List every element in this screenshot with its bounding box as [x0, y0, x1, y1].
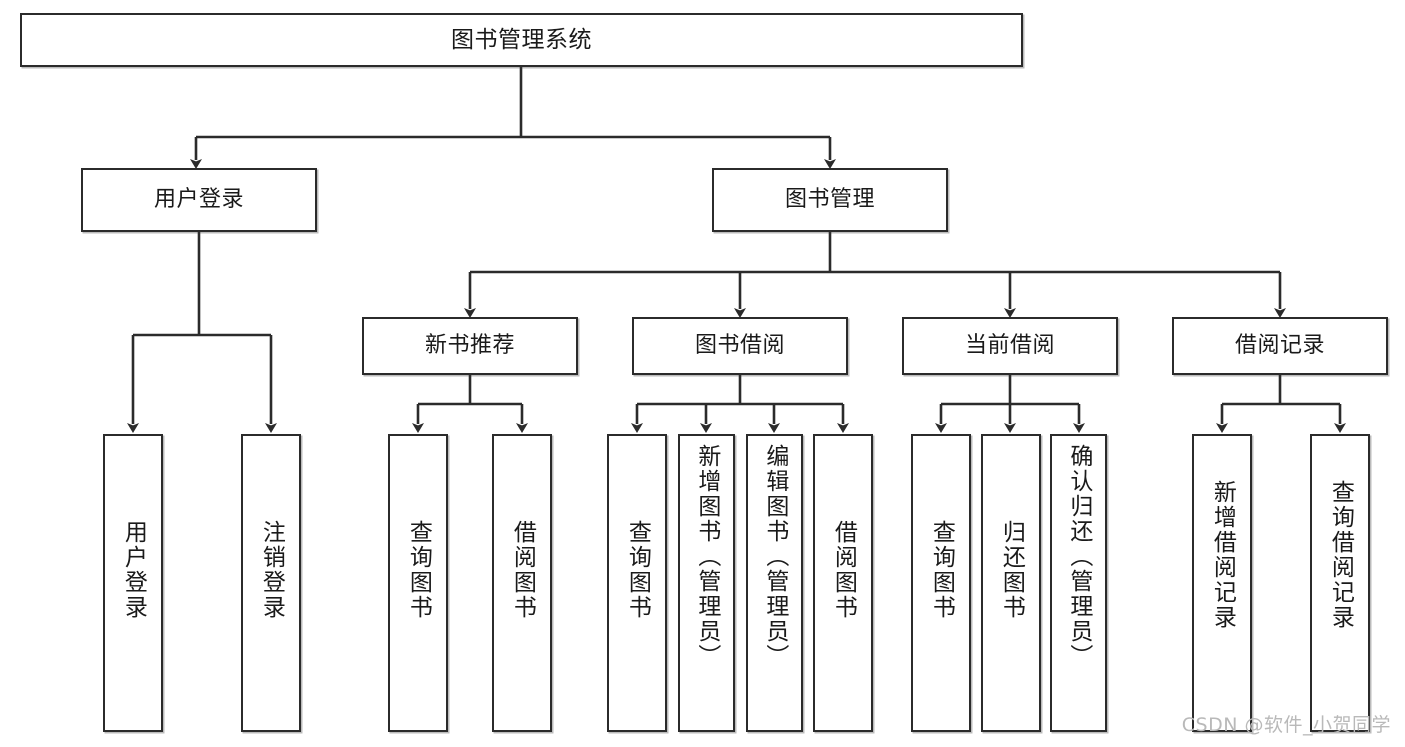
node-leaf-query-record[interactable]: 查询借阅记录: [1310, 434, 1370, 732]
node-book-borrow-label: 图书借阅: [694, 333, 785, 359]
node-leaf-user-login-label: 用户登录: [120, 520, 147, 620]
node-book-manage-label: 图书管理: [784, 187, 875, 213]
node-user-login-label: 用户登录: [153, 187, 244, 213]
node-leaf-query-book-1[interactable]: 查询图书: [388, 434, 448, 732]
node-current-borrow-label: 当前借阅: [964, 333, 1055, 359]
node-book-borrow[interactable]: 图书借阅: [632, 317, 848, 375]
node-leaf-edit-book[interactable]: 编辑图书（管理员）: [746, 434, 803, 732]
node-leaf-query-book-2-label: 查询图书: [624, 520, 651, 620]
node-leaf-query-book-3-label: 查询图书: [928, 520, 955, 620]
node-leaf-edit-book-label: 编辑图书（管理员）: [761, 444, 788, 669]
node-leaf-return-book-label: 归还图书: [998, 520, 1025, 620]
node-borrow-record[interactable]: 借阅记录: [1172, 317, 1388, 375]
watermark: CSDN @软件_小贺同学: [1181, 714, 1391, 736]
node-leaf-return-book[interactable]: 归还图书: [981, 434, 1041, 732]
node-leaf-query-book-1-label: 查询图书: [405, 520, 432, 620]
node-leaf-user-login[interactable]: 用户登录: [103, 434, 163, 732]
node-new-book-rec-label: 新书推荐: [424, 333, 515, 359]
node-leaf-add-book[interactable]: 新增图书（管理员）: [678, 434, 735, 732]
node-leaf-borrow-book-2-label: 借阅图书: [830, 520, 857, 620]
node-user-login[interactable]: 用户登录: [81, 168, 317, 232]
node-leaf-logout-label: 注销登录: [258, 520, 285, 620]
node-leaf-query-book-2[interactable]: 查询图书: [607, 434, 667, 732]
node-leaf-borrow-book-2[interactable]: 借阅图书: [813, 434, 873, 732]
node-root[interactable]: 图书管理系统: [20, 13, 1023, 67]
node-new-book-rec[interactable]: 新书推荐: [362, 317, 578, 375]
node-leaf-add-book-label: 新增图书（管理员）: [693, 444, 720, 669]
node-leaf-add-record[interactable]: 新增借阅记录: [1192, 434, 1252, 732]
node-borrow-record-label: 借阅记录: [1234, 333, 1325, 359]
node-leaf-borrow-book-1-label: 借阅图书: [509, 520, 536, 620]
node-leaf-query-book-3[interactable]: 查询图书: [911, 434, 971, 732]
node-root-label: 图书管理系统: [451, 26, 592, 53]
node-leaf-logout[interactable]: 注销登录: [241, 434, 301, 732]
node-book-manage[interactable]: 图书管理: [712, 168, 948, 232]
node-leaf-borrow-book-1[interactable]: 借阅图书: [492, 434, 552, 732]
node-leaf-confirm-return-label: 确认归还（管理员）: [1065, 444, 1092, 669]
node-leaf-confirm-return[interactable]: 确认归还（管理员）: [1050, 434, 1107, 732]
node-leaf-add-record-label: 新增借阅记录: [1209, 480, 1236, 630]
node-current-borrow[interactable]: 当前借阅: [902, 317, 1118, 375]
node-leaf-query-record-label: 查询借阅记录: [1327, 480, 1354, 630]
